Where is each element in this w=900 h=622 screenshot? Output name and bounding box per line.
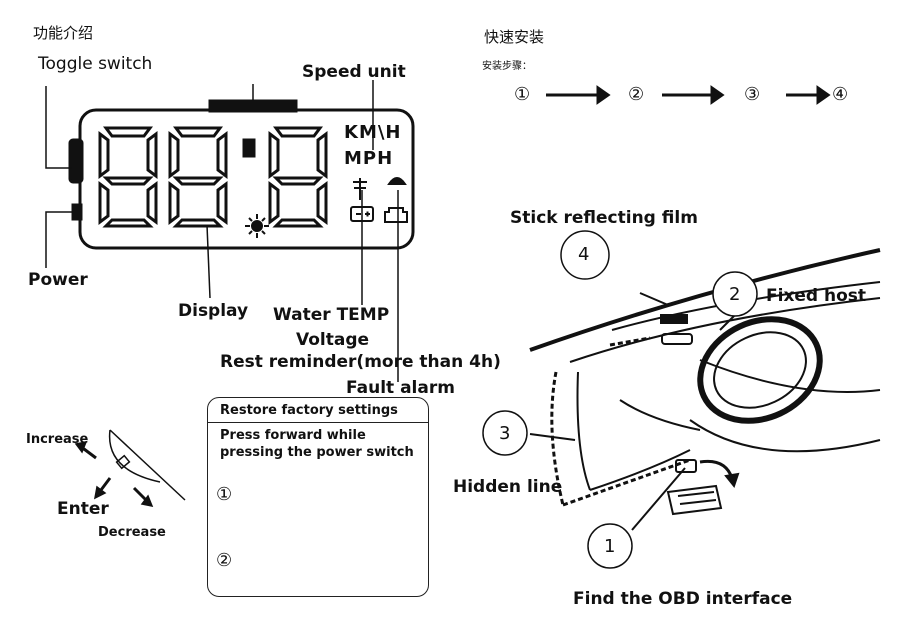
label-power: Power	[28, 270, 88, 290]
label-toggle-switch: Toggle switch	[38, 54, 153, 74]
label-rest-reminder: Rest reminder(more than 4h)	[220, 352, 501, 372]
restore-line-2: pressing the power switch	[220, 445, 414, 460]
label-water-temp: Water TEMP	[273, 305, 390, 325]
label-find-obd: Find the OBD interface	[573, 589, 793, 609]
step-arrows	[546, 85, 831, 105]
restore-step-1: ①	[216, 484, 233, 505]
label-fault-alarm: Fault alarm	[346, 378, 455, 398]
car-interior	[529, 248, 881, 531]
seven-segment-display	[98, 126, 328, 228]
control-diagram	[74, 429, 186, 508]
callout-2: 2	[729, 284, 741, 305]
section-title-features: 功能介绍	[33, 24, 94, 42]
callout-3: 3	[499, 423, 511, 444]
callout-4: 4	[578, 244, 590, 265]
hud-device	[68, 99, 415, 250]
install-steps-label: 安装步骤：	[482, 61, 532, 72]
label-speed-unit: Speed unit	[302, 62, 406, 82]
label-enter: Enter	[57, 499, 109, 519]
install-step-1: ①	[514, 84, 531, 105]
label-decrease: Decrease	[98, 525, 166, 540]
label-stick-film: Stick reflecting film	[510, 208, 698, 228]
label-display: Display	[178, 301, 249, 321]
label-voltage: Voltage	[296, 330, 370, 350]
leader-lines	[45, 80, 399, 382]
restore-line-1: Press forward while	[220, 428, 366, 443]
install-step-3: ③	[744, 84, 761, 105]
callout-circles	[482, 230, 758, 569]
restore-step-2: ②	[216, 550, 233, 571]
callout-1: 1	[604, 536, 616, 557]
restore-title: Restore factory settings	[220, 403, 398, 418]
section-title-install: 快速安装	[484, 28, 545, 46]
label-hidden-line: Hidden line	[453, 477, 563, 497]
unit-kmh: KM\H	[344, 122, 402, 143]
label-increase: Increase	[26, 432, 89, 447]
install-step-2: ②	[628, 84, 645, 105]
unit-mph: MPH	[344, 148, 394, 169]
install-step-4: ④	[832, 84, 849, 105]
label-fixed-host: Fixed host	[766, 286, 867, 306]
restore-factory-box	[207, 397, 429, 597]
brightness-icon	[245, 214, 269, 238]
